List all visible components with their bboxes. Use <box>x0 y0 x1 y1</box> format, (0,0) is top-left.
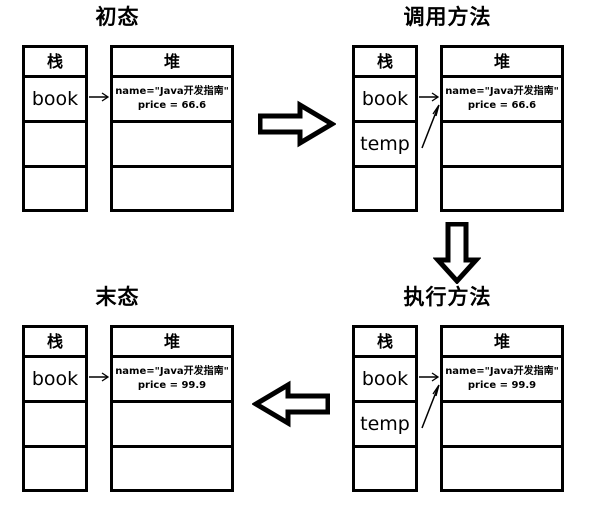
panel-title-call-method: 调用方法 <box>403 5 492 29</box>
heap-header-cell: 堆 <box>443 48 561 78</box>
heap-table-call-method: 堆 name="Java开发指南" price = 66.6 <box>440 45 564 212</box>
stack-table-initial: 栈 book <box>22 45 88 212</box>
heap-header-cell: 堆 <box>113 48 231 78</box>
heap-object-price-line: price = 66.6 <box>467 100 537 111</box>
stack-table-final: 栈 book <box>22 325 88 492</box>
heap-header-label: 堆 <box>163 51 180 71</box>
stack-slot-empty-1 <box>25 403 85 448</box>
heap-slot-empty-2 <box>443 448 561 495</box>
heap-object-name-line: name="Java开发指南" <box>445 366 559 377</box>
stack-var-book-label: book <box>31 367 79 390</box>
stack-var-temp-label: temp <box>360 132 410 155</box>
heap-object-name-line: name="Java开发指南" <box>115 366 229 377</box>
stack-header-cell: 栈 <box>355 48 415 78</box>
stack-var-book-label: book <box>361 367 409 390</box>
stack-slot-temp: temp <box>355 403 415 448</box>
heap-table-execute-method: 堆 name="Java开发指南" price = 99.9 <box>440 325 564 492</box>
stack-slot-temp: temp <box>355 123 415 168</box>
heap-table-initial: 堆 name="Java开发指南" price = 66.6 <box>110 45 234 212</box>
stack-table-execute-method: 栈 book temp <box>352 325 418 492</box>
panel-title-final: 末态 <box>95 285 140 309</box>
heap-header-label: 堆 <box>163 331 180 351</box>
stack-header-label: 栈 <box>376 331 393 351</box>
heap-object-name-line: name="Java开发指南" <box>445 86 559 97</box>
stack-slot-empty-1 <box>25 123 85 168</box>
arrow-down-icon <box>433 222 481 284</box>
heap-slot-empty-1 <box>443 123 561 168</box>
heap-object-cell: name="Java开发指南" price = 99.9 <box>443 358 561 403</box>
heap-object-name-line: name="Java开发指南" <box>115 86 229 97</box>
stack-slot-book: book <box>355 78 415 123</box>
stack-header-label: 栈 <box>376 51 393 71</box>
heap-object-price-line: price = 66.6 <box>137 100 207 111</box>
heap-object-price-line: price = 99.9 <box>137 380 207 391</box>
heap-header-label: 堆 <box>493 331 510 351</box>
heap-table-final: 堆 name="Java开发指南" price = 99.9 <box>110 325 234 492</box>
arrow-left-icon <box>252 380 330 428</box>
panel-title-initial: 初态 <box>95 5 140 29</box>
stack-var-book-label: book <box>361 87 409 110</box>
stack-slot-empty-1 <box>355 168 415 215</box>
panel-title-execute-method: 执行方法 <box>403 285 492 309</box>
stack-header-cell: 栈 <box>25 328 85 358</box>
heap-slot-empty-2 <box>113 448 231 495</box>
heap-slot-empty-2 <box>113 168 231 215</box>
stack-header-label: 栈 <box>46 331 63 351</box>
stack-var-book-label: book <box>31 87 79 110</box>
heap-object-price-line: price = 99.9 <box>467 380 537 391</box>
heap-object-cell: name="Java开发指南" price = 66.6 <box>443 78 561 123</box>
stack-header-cell: 栈 <box>25 48 85 78</box>
heap-slot-empty-1 <box>113 403 231 448</box>
stack-header-cell: 栈 <box>355 328 415 358</box>
heap-slot-empty-1 <box>113 123 231 168</box>
heap-header-cell: 堆 <box>113 328 231 358</box>
heap-header-cell: 堆 <box>443 328 561 358</box>
heap-object-cell: name="Java开发指南" price = 66.6 <box>113 78 231 123</box>
heap-slot-empty-1 <box>443 403 561 448</box>
arrow-right-icon <box>258 100 336 148</box>
stack-table-call-method: 栈 book temp <box>352 45 418 212</box>
stack-slot-empty-2 <box>25 168 85 215</box>
stack-slot-empty-2 <box>25 448 85 495</box>
stack-header-label: 栈 <box>46 51 63 71</box>
stack-slot-book: book <box>25 78 85 123</box>
stack-slot-book: book <box>355 358 415 403</box>
heap-slot-empty-2 <box>443 168 561 215</box>
heap-object-cell: name="Java开发指南" price = 99.9 <box>113 358 231 403</box>
heap-header-label: 堆 <box>493 51 510 71</box>
stack-slot-book: book <box>25 358 85 403</box>
stack-var-temp-label: temp <box>360 412 410 435</box>
stack-slot-empty-1 <box>355 448 415 495</box>
